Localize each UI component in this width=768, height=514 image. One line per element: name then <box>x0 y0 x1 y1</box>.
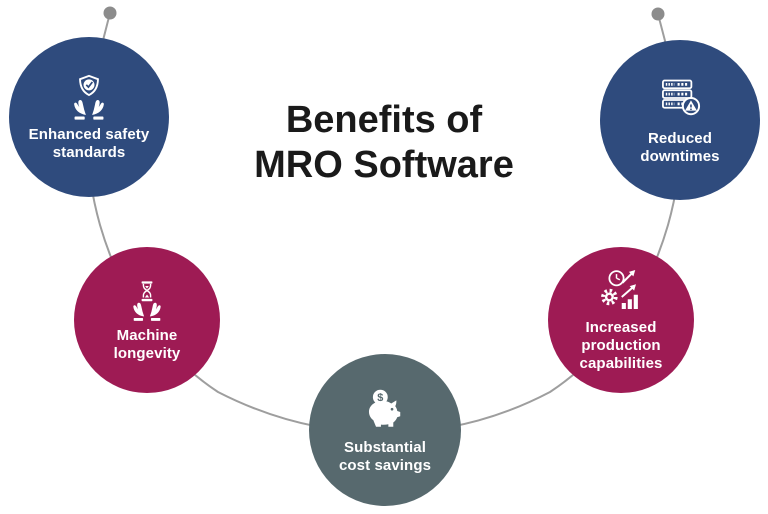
hourglass-hands-icon <box>124 277 170 323</box>
node-enhanced-safety-standards: Enhanced safety standards <box>9 37 169 197</box>
node-substantial-cost-savings: $ Substantial cost savings <box>309 354 461 506</box>
node-reduced-downtimes: Reduced downtimes <box>600 40 760 200</box>
node-increased-production-capabilities: Increased production capabilities <box>548 247 694 393</box>
left-end-dot <box>103 6 117 20</box>
node-machine-longevity: Machine longevity <box>74 247 220 393</box>
page-title: Benefits of MRO Software <box>254 99 514 186</box>
piggy-bank-coin-icon: $ <box>360 385 410 435</box>
dollar-symbol: $ <box>377 392 383 404</box>
server-stack-warning-icon <box>654 74 706 126</box>
node-label: Substantial cost savings <box>338 438 432 474</box>
node-label: Enhanced safety standards <box>28 125 150 161</box>
node-label: Machine longevity <box>113 326 181 362</box>
gear-growth-chart-icon <box>597 267 645 315</box>
node-label: Reduced downtimes <box>640 129 720 165</box>
right-end-dot <box>651 7 665 21</box>
shield-hands-icon <box>64 72 114 122</box>
node-label: Increased production capabilities <box>579 318 663 373</box>
